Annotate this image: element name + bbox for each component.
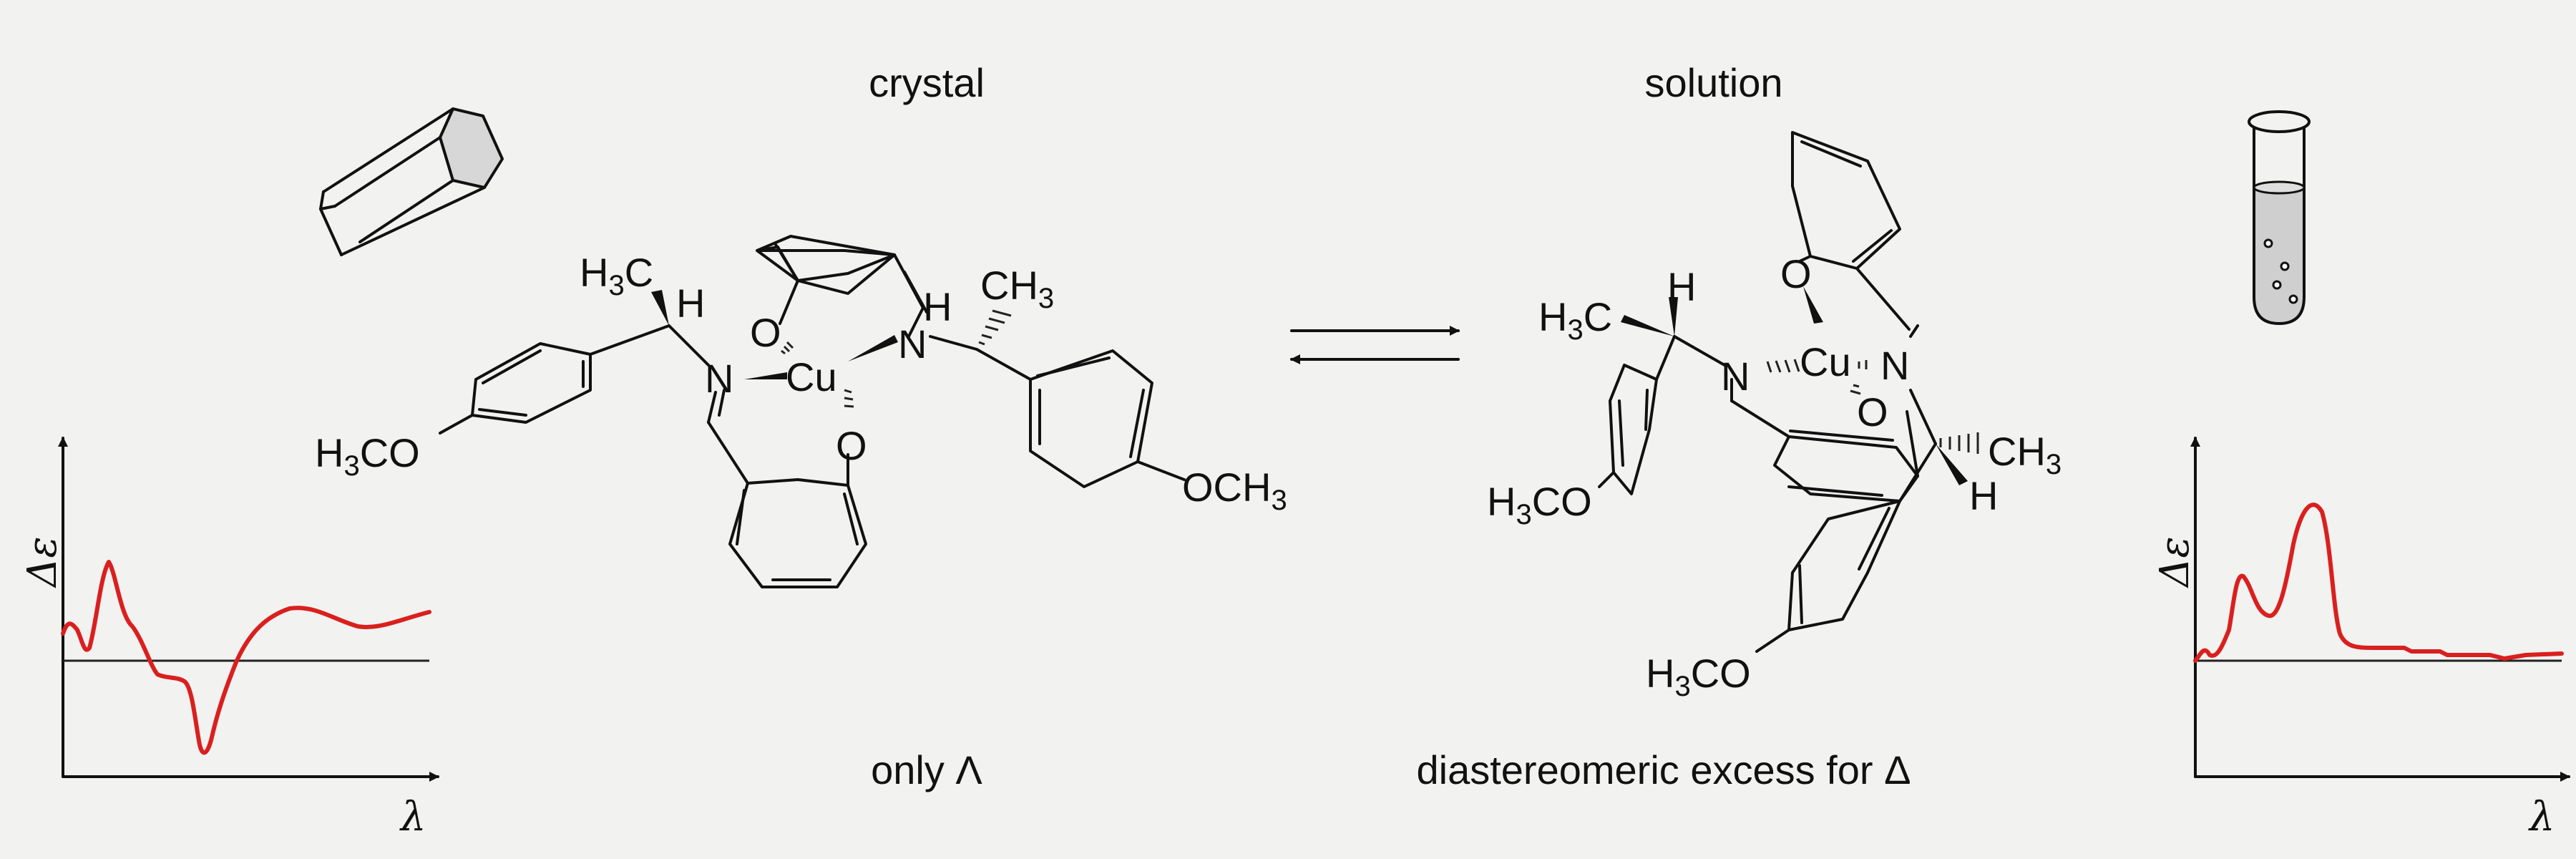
atom-o-lower: O	[836, 423, 867, 468]
diastereomeric-excess-label: diastereomeric excess for Δ	[1417, 747, 1911, 792]
lambda-complex-structure: H3C H H3CO N O Cu O N H CH3 OCH3	[315, 235, 1287, 588]
crystal-label: crystal	[869, 60, 985, 105]
cd-curve-solution	[2193, 503, 2564, 663]
atom-h-delta-right: H	[1969, 473, 1998, 518]
cd-spectrum-crystal: Δε λ	[19, 437, 439, 840]
atom-och3-right: OCH3	[1182, 465, 1287, 516]
atom-h3co-delta-lower: H3CO	[1646, 651, 1751, 702]
atom-n-right: N	[898, 321, 927, 367]
atom-n-delta-left: N	[1721, 354, 1750, 399]
equilibrium-arrows-icon	[1290, 326, 1460, 364]
delta-epsilon-axis-label-right: Δε	[2152, 537, 2198, 589]
atom-cu-delta: Cu	[1800, 339, 1851, 384]
lambda-axis-label-right: λ	[2528, 794, 2555, 840]
atom-ch3-delta: CH3	[1988, 429, 2062, 480]
atom-o-upper: O	[750, 310, 781, 355]
atom-n-delta-right: N	[1880, 343, 1909, 388]
cd-spectrum-solution: Δε λ	[2152, 437, 2570, 840]
atom-h3c-left: H3C	[580, 250, 653, 301]
atom-cu-lambda: Cu	[786, 354, 837, 399]
atom-o-delta-lower: O	[1857, 389, 1888, 435]
lambda-axis-label-left: λ	[399, 794, 426, 840]
atom-h3co-left: H3CO	[315, 430, 420, 482]
atom-n-left: N	[705, 356, 733, 401]
delta-epsilon-axis-label-left: Δε	[19, 537, 66, 589]
test-tube-icon	[2248, 110, 2311, 325]
atom-h-left: H	[676, 281, 705, 326]
atom-h3co-delta-left: H3CO	[1487, 479, 1592, 530]
only-lambda-label: only Λ	[871, 747, 982, 792]
atom-o-delta-upper: O	[1780, 251, 1812, 296]
cd-curve-crystal	[61, 560, 431, 755]
atom-h3c-delta: H3C	[1538, 294, 1612, 346]
delta-complex-structure: H3C H H3CO N O Cu N O CH3 H H3CO	[1487, 131, 2062, 702]
atom-h-right: H	[923, 284, 952, 329]
atom-ch3-right: CH3	[980, 263, 1054, 314]
solution-label: solution	[1644, 60, 1782, 105]
hexagonal-prism-icon	[319, 107, 504, 256]
atom-h-delta-left: H	[1667, 264, 1696, 309]
